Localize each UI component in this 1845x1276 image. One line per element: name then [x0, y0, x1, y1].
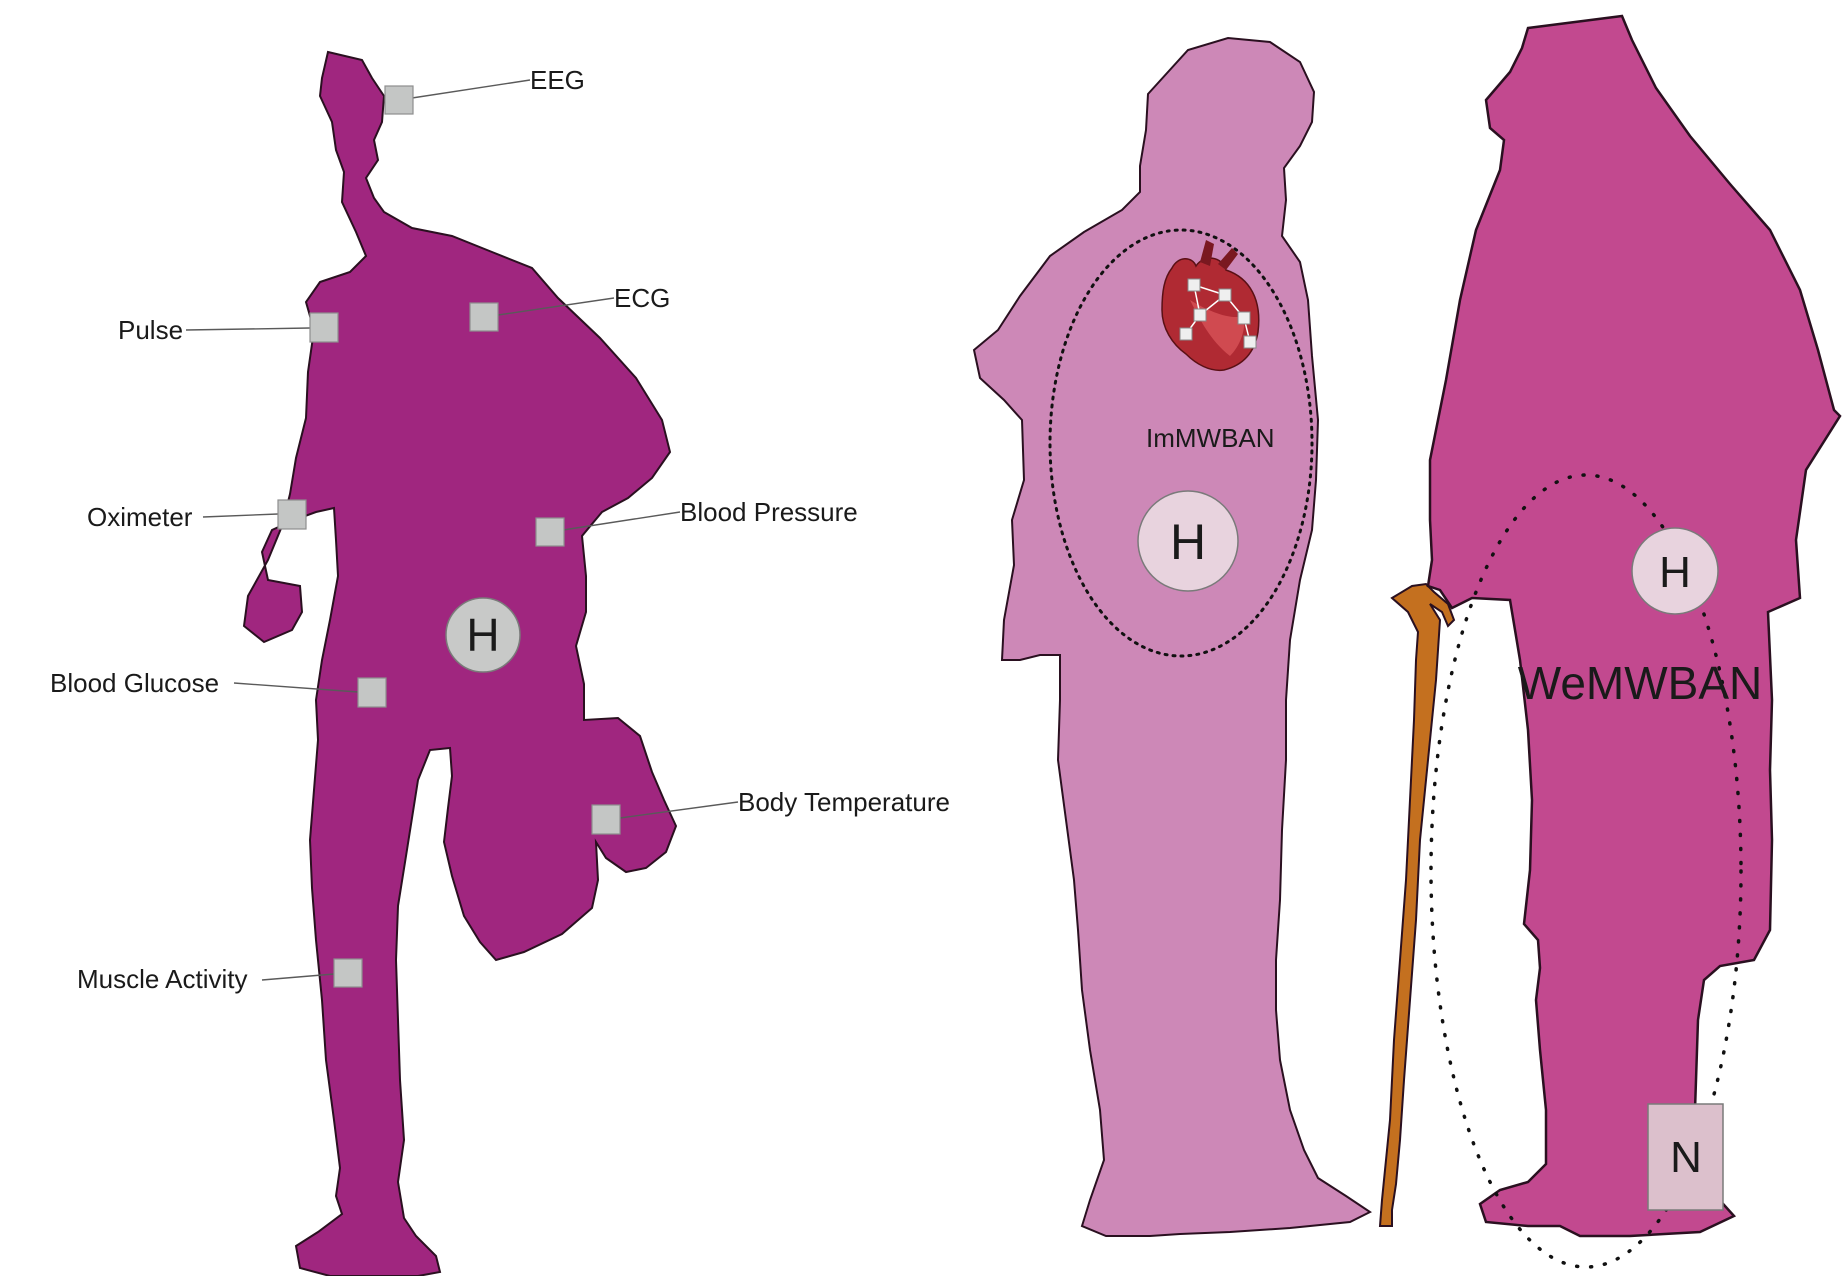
pulse-sensor	[310, 313, 338, 342]
oximeter-leader	[203, 514, 278, 517]
runner-hub-label: H	[466, 609, 499, 661]
man-figure: ImMWBAN H	[974, 38, 1370, 1236]
body-temperature-sensor	[592, 805, 620, 834]
wearable-node-label: N	[1670, 1133, 1702, 1182]
blood-glucose-label: Blood Glucose	[50, 668, 219, 698]
eeg-sensor	[385, 86, 413, 114]
wearable-hub-label: H	[1659, 548, 1691, 597]
runner-figure: H EEG ECG Pulse Oximeter Blood Pressure …	[50, 52, 950, 1276]
oximeter-label: Oximeter	[87, 502, 193, 532]
pulse-leader	[186, 328, 310, 330]
eeg-label: EEG	[530, 65, 585, 95]
blood-pressure-label: Blood Pressure	[680, 497, 858, 527]
pulse-label: Pulse	[118, 315, 183, 345]
blood-glucose-sensor	[358, 678, 386, 707]
ecg-label: ECG	[614, 283, 670, 313]
blood-pressure-sensor	[536, 518, 564, 546]
oximeter-sensor	[278, 500, 306, 529]
body-temperature-label: Body Temperature	[738, 787, 950, 817]
ecg-sensor	[470, 303, 498, 331]
woman-figure: H WeMWBAN N	[1428, 16, 1840, 1267]
implant-network-label: ImMWBAN	[1146, 423, 1275, 453]
woman-silhouette	[1428, 16, 1840, 1236]
wearable-network-label: WeMWBAN	[1518, 657, 1763, 709]
eeg-leader	[412, 80, 530, 98]
muscle-activity-sensor	[334, 959, 362, 987]
implant-hub-label: H	[1170, 514, 1206, 570]
man-silhouette	[974, 38, 1370, 1236]
cane	[1380, 584, 1454, 1226]
muscle-activity-label: Muscle Activity	[77, 964, 248, 994]
